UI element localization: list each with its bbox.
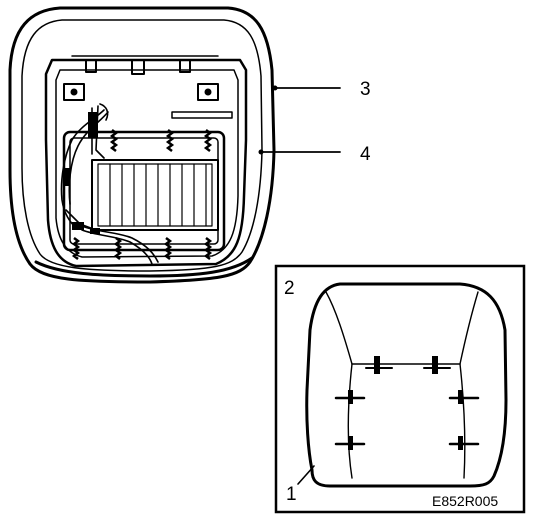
seat-pad-outline bbox=[305, 282, 508, 488]
callout-4: 4 bbox=[360, 144, 371, 165]
leader-line-1 bbox=[297, 465, 315, 485]
pad-clips bbox=[334, 356, 480, 450]
spring-frame bbox=[62, 130, 226, 252]
detail-inset: 2 1 E852R005 bbox=[274, 264, 526, 514]
inset-frame bbox=[274, 264, 526, 514]
mounting-bracket-right bbox=[197, 83, 219, 101]
springs-top bbox=[109, 129, 213, 152]
springs-bottom bbox=[71, 237, 213, 260]
callout-1: 1 bbox=[286, 484, 297, 505]
seat-pan-frame bbox=[44, 58, 248, 268]
seat-cushion-underside bbox=[8, 6, 276, 284]
callout-2: 2 bbox=[284, 278, 295, 299]
figure-code: E852R005 bbox=[432, 493, 498, 509]
seat-cover-outline bbox=[8, 6, 276, 284]
mounting-bracket-left bbox=[63, 83, 85, 101]
callout-3: 3 bbox=[360, 79, 371, 100]
seat-cover-inner-edge bbox=[21, 19, 263, 272]
heating-element bbox=[91, 159, 219, 231]
